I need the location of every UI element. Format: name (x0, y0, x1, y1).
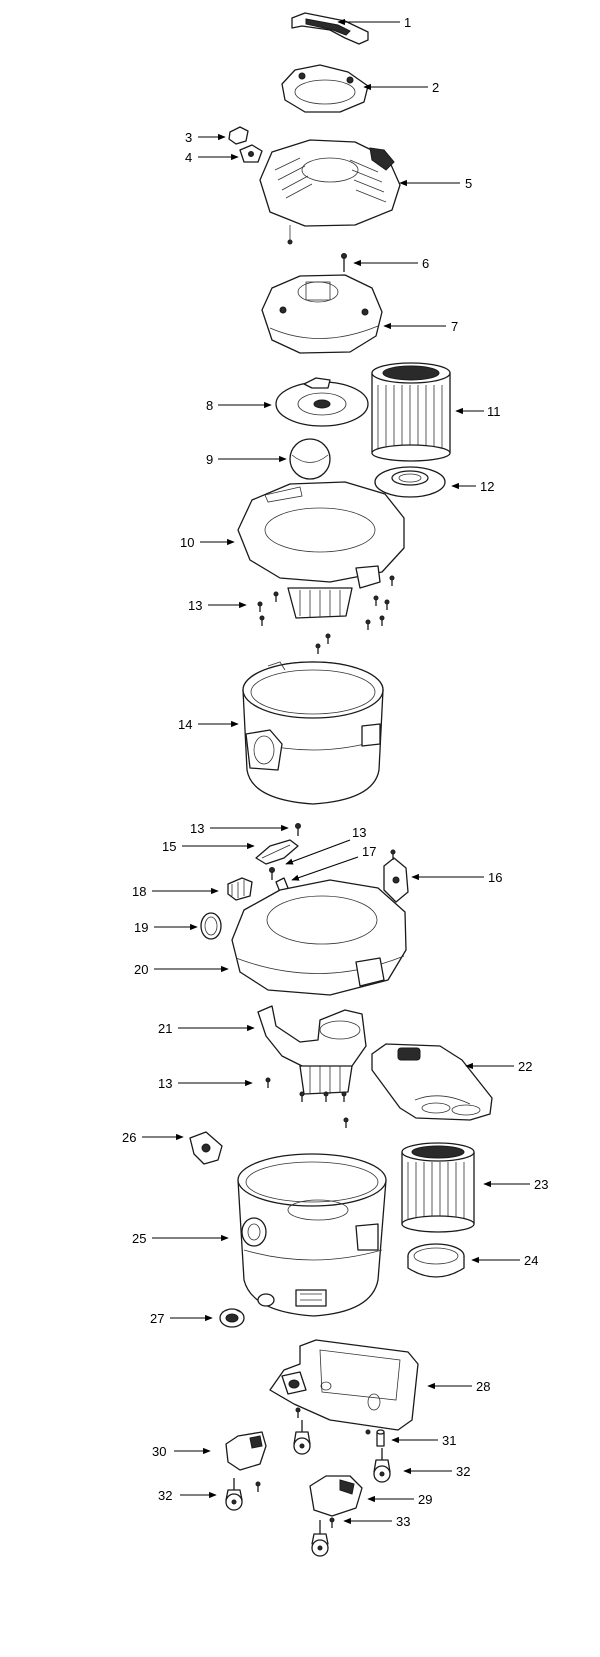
part-number-4: 4 (185, 150, 192, 165)
part-number-24: 24 (524, 1253, 538, 1268)
part-number-15: 15 (162, 839, 176, 854)
part-number-13-d: 13 (158, 1076, 172, 1091)
drain-plug-part-26 (189, 1131, 223, 1165)
foot-cover-part-30 (225, 1431, 267, 1492)
screws-13-lower (265, 1077, 349, 1128)
part-number-32-b: 32 (158, 1488, 172, 1503)
screw-part-33 (329, 1517, 335, 1528)
part-number-27: 27 (150, 1311, 164, 1326)
foot-cover-part-29 (309, 1475, 363, 1517)
upper-drum-part (242, 661, 384, 805)
part-number-31: 31 (442, 1433, 456, 1448)
part-number-19: 19 (134, 920, 148, 935)
part-number-28: 28 (476, 1379, 490, 1394)
part-number-11: 11 (487, 404, 501, 419)
part-number-26: 26 (122, 1130, 136, 1145)
caster-part-center (293, 1407, 371, 1455)
caster-part-32-a (373, 1448, 391, 1483)
caster-part-bottom (311, 1520, 329, 1557)
screw-13-b (269, 867, 275, 880)
part-number-25: 25 (132, 1231, 146, 1246)
latch-part-15 (255, 839, 299, 865)
handle-part (291, 12, 369, 45)
part-number-22: 22 (518, 1059, 532, 1074)
clip-part-4 (239, 144, 263, 163)
cartridge-filter-part-23 (401, 1142, 475, 1233)
part-number-5: 5 (465, 176, 472, 191)
leader-lines (142, 18, 530, 1525)
screw-13-a (295, 823, 301, 836)
dolly-base-part-28 (269, 1339, 419, 1431)
filter-bag-part-22 (371, 1043, 493, 1121)
part-number-33: 33 (396, 1514, 410, 1529)
part-number-6: 6 (422, 256, 429, 271)
cartridge-filter-part-11 (371, 362, 451, 462)
part-number-23: 23 (534, 1177, 548, 1192)
block-part-18 (227, 877, 253, 901)
screws-13-upper (257, 575, 395, 654)
part-number-17: 17 (362, 844, 376, 859)
clip-part-3 (228, 126, 249, 145)
part-number-3: 3 (185, 130, 192, 145)
top-cap-part (281, 64, 369, 113)
filter-cage-part-21 (257, 1005, 367, 1095)
part-number-16: 16 (488, 870, 502, 885)
sleeve-ring-part-24 (407, 1243, 465, 1278)
part-number-13-b: 13 (190, 821, 204, 836)
part-number-18: 18 (132, 884, 146, 899)
part-number-21: 21 (158, 1021, 172, 1036)
part-number-32-a: 32 (456, 1464, 470, 1479)
part-number-30: 30 (152, 1444, 166, 1459)
float-ball-part (289, 438, 331, 480)
part-number-9: 9 (206, 452, 213, 467)
part-number-13-a: 13 (188, 598, 202, 613)
part-number-1: 1 (404, 15, 411, 30)
part-number-7: 7 (451, 319, 458, 334)
part-number-14: 14 (178, 717, 192, 732)
caster-part-32-b (225, 1478, 243, 1511)
motor-cover-part (259, 139, 401, 245)
part-number-20: 20 (134, 962, 148, 977)
part-number-29: 29 (418, 1492, 432, 1507)
lower-drum-part (237, 1153, 387, 1317)
motor-housing-part (261, 274, 383, 354)
side-latch-part-16 (383, 849, 409, 903)
part-number-2: 2 (432, 80, 439, 95)
upper-lid-part (237, 481, 405, 619)
screw-part-6 (341, 253, 347, 272)
part-number-10: 10 (180, 535, 194, 550)
retainer-ring-part-12 (374, 466, 446, 498)
part-number-12: 12 (480, 479, 494, 494)
part-number-labels: 1 2 3 4 5 6 7 8 9 10 11 12 13 13 13 13 1… (122, 15, 548, 1529)
part-number-13-c: 13 (352, 825, 366, 840)
impeller-plate-part (275, 377, 369, 427)
lower-lid-part (231, 879, 407, 996)
part-number-8: 8 (206, 398, 213, 413)
o-ring-part-19 (200, 912, 222, 940)
knob-part-27 (219, 1308, 245, 1328)
spacer-part-31 (376, 1429, 385, 1447)
